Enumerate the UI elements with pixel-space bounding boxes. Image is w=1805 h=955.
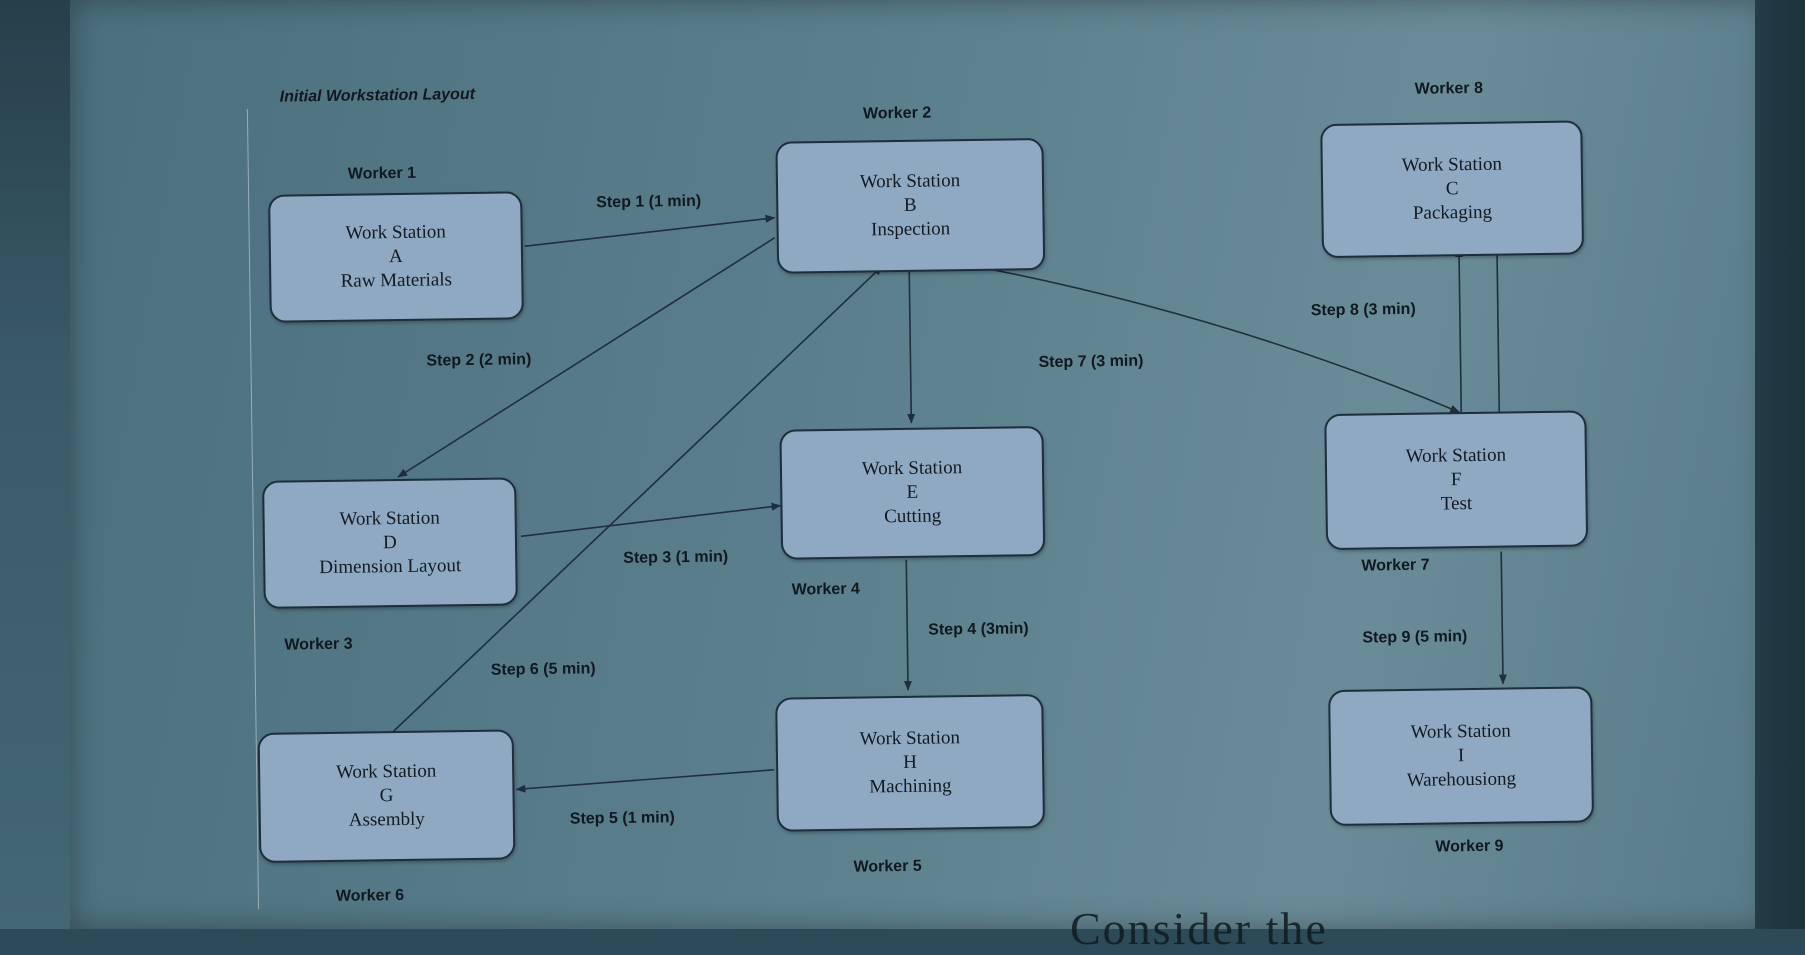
arrow-step-1 [524, 214, 776, 248]
step-2-label: Step 2 (2 min) [426, 351, 532, 370]
station-b-letter: B [903, 194, 917, 216]
station-g: Work Station G Assembly [257, 729, 516, 863]
station-a-name: Raw Materials [340, 269, 453, 292]
station-b-line-1: Work Station [859, 170, 961, 193]
worker-1-label: Worker 1 [347, 164, 417, 183]
station-d-name: Dimension Layout [319, 555, 462, 579]
station-g-letter: G [379, 785, 394, 807]
arrow-step-2 [397, 237, 776, 478]
station-i-line-1: Work Station [1410, 720, 1512, 743]
line-c-to-f [1496, 253, 1501, 416]
station-a: Work Station A Raw Materials [268, 191, 524, 323]
station-f: Work Station F Test [1324, 410, 1589, 551]
diagram-title: Initial Workstation Layout [279, 85, 476, 106]
step-9-label: Step 9 (5 min) [1362, 628, 1468, 647]
step-6-label: Step 6 (5 min) [490, 660, 596, 679]
station-i-letter: I [1457, 745, 1465, 767]
worker-8-label: Worker 8 [1414, 79, 1484, 98]
worker-6-label: Worker 6 [335, 886, 405, 905]
station-a-letter: A [388, 245, 403, 268]
station-c-letter: C [1445, 178, 1459, 200]
station-h: Work Station H Machining [775, 694, 1046, 832]
station-e: Work Station E Cutting [779, 425, 1046, 560]
station-b: Work Station B Inspection [775, 137, 1046, 274]
step-3-label: Step 3 (1 min) [623, 548, 729, 567]
arrow-step-7 [948, 260, 1461, 413]
station-c-line-1: Work Station [1401, 153, 1503, 176]
station-h-line-1: Work Station [859, 727, 961, 750]
worker-5-label: Worker 5 [853, 857, 922, 876]
worker-7-label: Worker 7 [1361, 556, 1430, 575]
arrow-step-5 [515, 768, 775, 793]
step-1-label: Step 1 (1 min) [596, 192, 702, 212]
station-h-name: Machining [869, 775, 952, 798]
arrow-b-to-e [907, 265, 916, 424]
station-a-line-1: Work Station [345, 221, 446, 244]
station-g-name: Assembly [348, 808, 425, 831]
station-g-line-1: Work Station [335, 760, 437, 783]
station-d-line-1: Work Station [339, 507, 440, 530]
station-e-line-1: Work Station [861, 457, 963, 480]
station-e-letter: E [906, 481, 919, 503]
step-5-label: Step 5 (1 min) [569, 809, 675, 828]
station-d-letter: D [382, 532, 397, 554]
station-f-line-1: Work Station [1405, 444, 1507, 467]
step-7-label: Step 7 (3 min) [1038, 352, 1144, 372]
station-b-name: Inspection [870, 218, 951, 241]
worker-2-label: Worker 2 [862, 104, 932, 123]
worker-4-label: Worker 4 [791, 580, 860, 599]
station-e-name: Cutting [883, 505, 942, 528]
arrow-step-6 [391, 265, 883, 734]
station-c-name: Packaging [1412, 201, 1493, 224]
station-i-name: Warehousiong [1406, 768, 1517, 791]
station-c: Work Station C Packaging [1320, 120, 1585, 259]
station-i: Work Station I Warehousiong [1328, 686, 1594, 827]
station-d: Work Station D Dimension Layout [262, 477, 518, 609]
page-edge [1755, 0, 1805, 929]
step-8-label: Step 8 (3 min) [1310, 300, 1416, 320]
arrow-step-3 [520, 502, 782, 538]
arrow-step-9 [1498, 551, 1507, 685]
station-h-letter: H [903, 751, 918, 773]
worker-9-label: Worker 9 [1435, 837, 1504, 856]
station-f-letter: F [1450, 469, 1462, 491]
station-f-name: Test [1440, 493, 1473, 515]
worker-3-label: Worker 3 [284, 635, 353, 654]
arrow-step-8 [1455, 247, 1464, 413]
step-4-label: Step 4 (3min) [928, 620, 1029, 639]
arrow-step-4 [903, 559, 912, 691]
